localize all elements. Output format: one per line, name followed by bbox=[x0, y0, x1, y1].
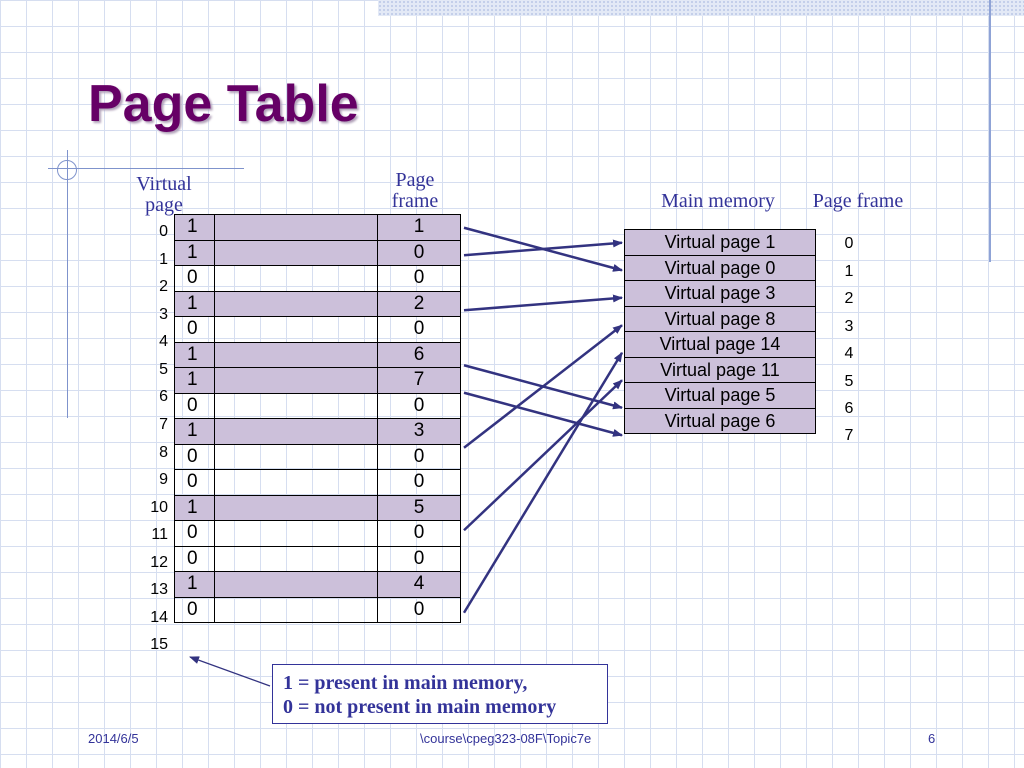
memory-frame-cell: Virtual page 3 bbox=[624, 280, 816, 307]
legend-line-absent: 0 = not present in main memory bbox=[283, 696, 557, 718]
entry-cell bbox=[214, 545, 378, 572]
frame-index: 7 bbox=[844, 427, 854, 444]
page-frame-header-right: Page frame bbox=[812, 190, 904, 212]
memory-frame-cell: Virtual page 5 bbox=[624, 382, 816, 409]
row-index: 14 bbox=[150, 609, 168, 626]
page-frame-header-left: Page frame bbox=[391, 169, 439, 212]
legend-line-present: 1 = present in main memory, bbox=[283, 672, 528, 694]
row-index: 2 bbox=[159, 278, 168, 295]
row-index: 13 bbox=[150, 581, 168, 598]
frame-number: 0 bbox=[377, 265, 461, 292]
valid-bit: 0 bbox=[174, 265, 215, 292]
row-index: 4 bbox=[159, 333, 168, 350]
row-index: 10 bbox=[150, 499, 168, 516]
decorative-circle-icon bbox=[57, 160, 77, 180]
valid-bit: 1 bbox=[174, 341, 215, 368]
frame-number: 6 bbox=[377, 341, 461, 368]
frame-number: 5 bbox=[377, 494, 461, 521]
frame-number: 1 bbox=[377, 214, 461, 241]
table-row: Virtual page 6 bbox=[624, 407, 816, 434]
frame-index: 4 bbox=[844, 345, 854, 362]
frame-number: 0 bbox=[377, 392, 461, 419]
frame-number: 7 bbox=[377, 367, 461, 394]
table-row: Virtual page 11 bbox=[624, 356, 816, 383]
mapping-arrow bbox=[463, 294, 623, 312]
footer-page-number: 6 bbox=[928, 731, 936, 746]
frame-index: 1 bbox=[844, 263, 854, 280]
decorative-horizontal-line bbox=[48, 168, 244, 169]
valid-bit: 1 bbox=[174, 367, 215, 394]
frame-number: 0 bbox=[377, 239, 461, 266]
right-decorative-line bbox=[989, 0, 991, 262]
memory-frame-cell: Virtual page 1 bbox=[624, 229, 816, 256]
memory-frame-cell: Virtual page 8 bbox=[624, 305, 816, 332]
entry-cell bbox=[214, 214, 378, 241]
table-row: Virtual page 1 bbox=[624, 229, 816, 256]
decorative-vertical-line bbox=[67, 150, 68, 418]
mapping-arrow bbox=[463, 324, 623, 449]
mapping-arrow bbox=[462, 351, 624, 614]
valid-bit: 0 bbox=[174, 596, 215, 623]
frame-index: 5 bbox=[844, 373, 854, 390]
memory-frame-cell: Virtual page 11 bbox=[624, 356, 816, 383]
main-memory-table: Virtual page 1 Virtual page 0 Virtual pa… bbox=[624, 229, 816, 434]
footer-date: 2014/6/5 bbox=[88, 731, 139, 746]
table-row: Virtual page 5 bbox=[624, 382, 816, 409]
frame-number: 2 bbox=[377, 290, 461, 317]
mapping-arrow bbox=[463, 239, 623, 257]
row-index: 0 bbox=[159, 223, 168, 240]
memory-frame-cell: Virtual page 14 bbox=[624, 331, 816, 358]
valid-bit: 1 bbox=[174, 214, 215, 241]
row-index: 15 bbox=[150, 636, 168, 653]
entry-cell bbox=[214, 290, 378, 317]
row-index: 7 bbox=[159, 416, 168, 433]
valid-bit: 1 bbox=[174, 494, 215, 521]
entry-cell bbox=[214, 596, 378, 623]
row-index: 9 bbox=[159, 471, 168, 488]
entry-cell bbox=[214, 239, 378, 266]
mapping-arrow bbox=[463, 379, 623, 532]
row-index: 3 bbox=[159, 306, 168, 323]
frame-index: 3 bbox=[844, 318, 854, 335]
frame-number: 0 bbox=[377, 520, 461, 547]
footer-path: \course\cpeg323-08F\Topic7e bbox=[420, 731, 592, 746]
frame-index: 0 bbox=[844, 235, 854, 252]
virtual-page-header: Virtual page bbox=[136, 173, 192, 216]
frame-index: 2 bbox=[844, 290, 854, 307]
table-row: Virtual page 8 bbox=[624, 305, 816, 332]
main-memory-header: Main memory bbox=[661, 190, 775, 212]
frame-number: 4 bbox=[377, 571, 461, 598]
top-decorative-bar bbox=[378, 0, 1024, 16]
valid-bit: 1 bbox=[174, 239, 215, 266]
row-index: 12 bbox=[150, 554, 168, 571]
row-index: 8 bbox=[159, 444, 168, 461]
frame-number: 0 bbox=[377, 596, 461, 623]
frame-number: 0 bbox=[377, 443, 461, 470]
table-row: Virtual page 14 bbox=[624, 331, 816, 358]
mapping-arrow bbox=[463, 391, 623, 437]
frame-index: 6 bbox=[844, 400, 854, 417]
row-index: 11 bbox=[151, 526, 168, 543]
table-row: Virtual page 3 bbox=[624, 280, 816, 307]
legend-pointer-arrow bbox=[189, 656, 271, 687]
row-index: 6 bbox=[159, 388, 168, 405]
memory-frame-cell: Virtual page 6 bbox=[624, 407, 816, 434]
row-index: 1 bbox=[159, 251, 168, 268]
page-title: Page Table bbox=[88, 75, 359, 133]
legend-box: 1 = present in main memory, 0 = not pres… bbox=[272, 664, 608, 724]
row-index: 5 bbox=[159, 361, 168, 378]
